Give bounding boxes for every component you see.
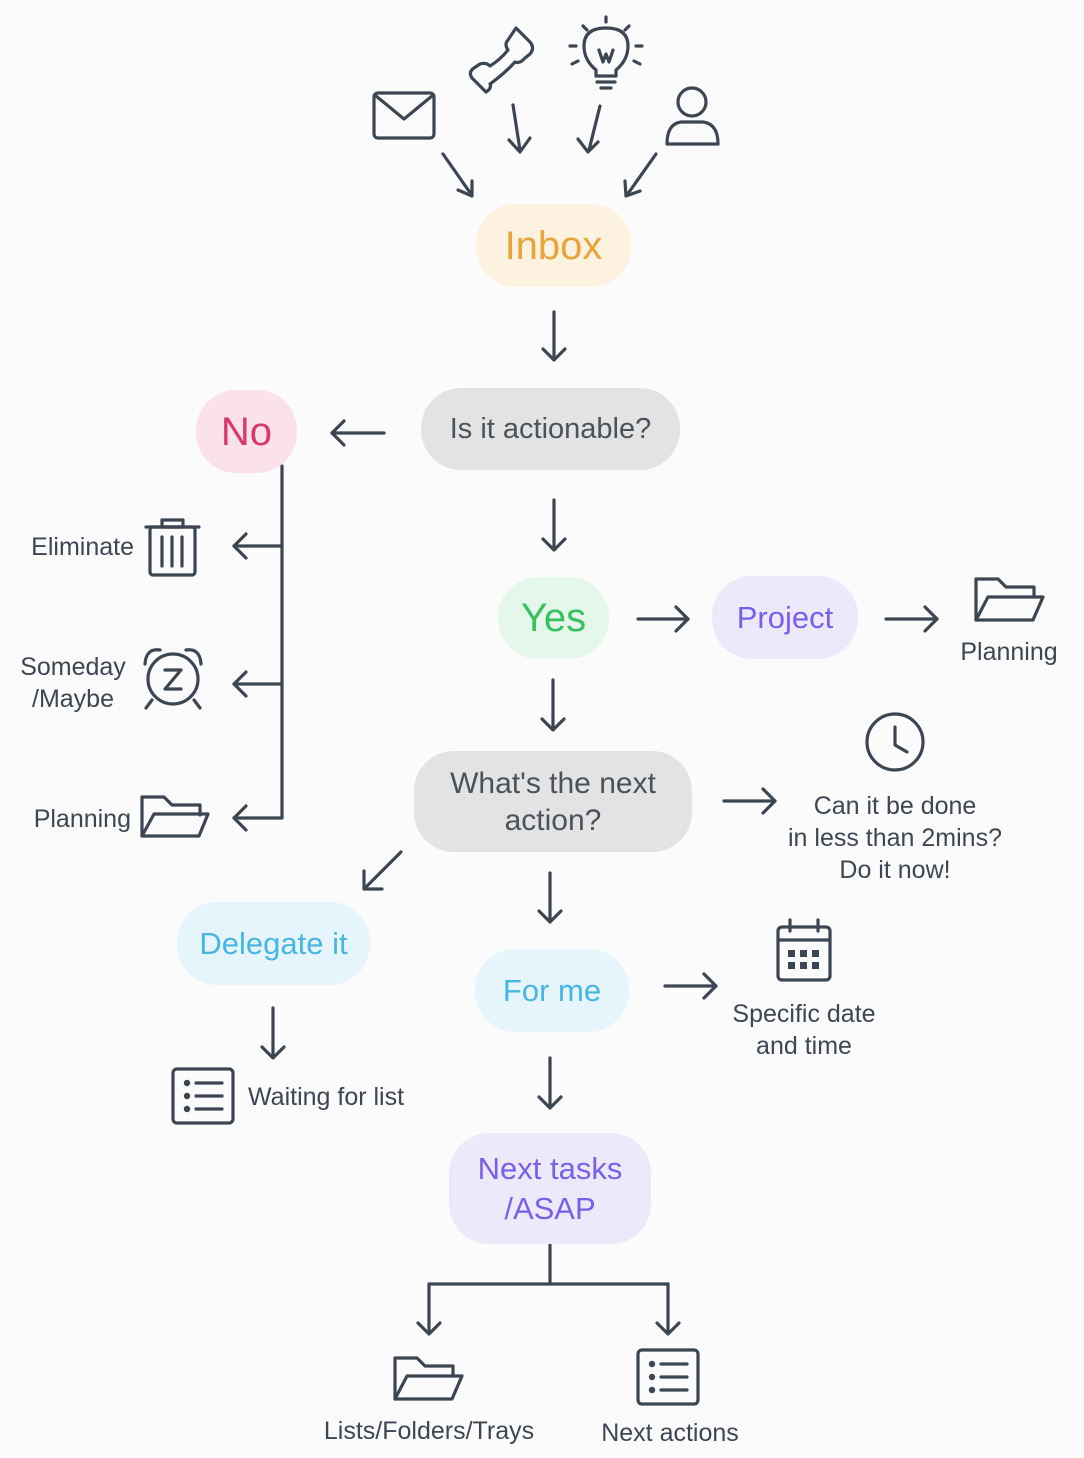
no-branch-connector: [232, 464, 284, 832]
no-label: No: [220, 409, 273, 454]
project-label: Project: [736, 599, 834, 635]
envelope-icon: [372, 91, 436, 140]
actionable-decision-node: Is it actionable?: [421, 388, 680, 470]
someday-label-line2: /Maybe: [32, 685, 114, 713]
trash-icon: [144, 518, 201, 577]
arrow-inbox-to-actionable: [541, 310, 567, 362]
planning-right-label: Planning: [960, 638, 1058, 666]
someday-label-line1: Someday: [20, 653, 126, 681]
no-node: No: [196, 390, 297, 473]
arrow-actionable-to-no: [330, 419, 386, 447]
next-actions-label: Next actions: [601, 1419, 739, 1447]
lightbulb-icon: [568, 15, 644, 90]
arrow-phone-to-inbox: [507, 103, 532, 154]
list-icon: [636, 1348, 700, 1406]
next-tasks-label-line1: Next tasks: [477, 1150, 623, 1186]
next-tasks-label-line2: /ASAP: [504, 1190, 596, 1226]
clock-icon: [865, 712, 925, 772]
waiting-for-list-label: Waiting for list: [248, 1083, 405, 1111]
someday-maybe-label: Someday /Maybe: [14, 651, 132, 715]
inbox-label: Inbox: [504, 223, 603, 268]
two-min-line1: Can it be done: [813, 792, 977, 820]
lists-folders-trays-label: Lists/Folders/Trays: [323, 1417, 535, 1445]
phone-icon: [468, 26, 535, 94]
two-min-line2: in less than 2mins?: [787, 824, 1002, 852]
person-icon: [665, 86, 720, 146]
next-action-decision-node: What's the next action?: [414, 751, 692, 852]
arrow-project-to-planning: [884, 605, 939, 633]
arrow-delegate-to-waiting: [260, 1006, 286, 1060]
next-action-label-line1: What's the next: [450, 766, 656, 800]
delegate-node: Delegate it: [177, 902, 370, 985]
for-me-label: For me: [502, 972, 602, 1008]
list-icon: [171, 1067, 235, 1125]
two-min-line3: Do it now!: [839, 856, 951, 884]
eliminate-label: Eliminate: [31, 533, 134, 561]
arrow-yes-to-project: [636, 605, 690, 633]
inbox-node: Inbox: [476, 204, 631, 287]
yes-node: Yes: [498, 577, 609, 659]
next-action-label-line2: action?: [504, 803, 602, 837]
arrow-actionable-to-yes: [541, 498, 567, 552]
specific-line1: Specific date: [732, 1000, 876, 1028]
actionable-label: Is it actionable?: [449, 413, 652, 445]
specific-line2: and time: [756, 1032, 852, 1060]
arrow-person-to-inbox: [623, 152, 658, 198]
folder-icon: [140, 795, 210, 838]
folder-icon: [393, 1356, 464, 1401]
yes-label: Yes: [520, 596, 587, 640]
project-node: Project: [712, 576, 858, 659]
next-tasks-node: Next tasks /ASAP: [449, 1133, 651, 1244]
arrow-for-me-to-next-tasks: [537, 1056, 563, 1110]
arrow-for-me-to-specific-date: [663, 972, 718, 1000]
arrow-next-action-to-two-minute: [722, 787, 777, 815]
arrow-next-action-to-for-me: [537, 871, 563, 924]
arrow-yes-to-next-action: [540, 678, 566, 732]
alarm-clock-icon: [143, 648, 203, 710]
delegate-label: Delegate it: [199, 925, 348, 961]
arrow-idea-to-inbox: [576, 104, 602, 154]
folder-icon: [974, 577, 1045, 622]
arrow-next-action-to-delegate: [362, 850, 403, 891]
planning-left-label: Planning: [33, 805, 131, 833]
arrow-envelope-to-inbox: [441, 152, 474, 198]
two-minute-rule-label: Can it be done in less than 2mins? Do it…: [770, 790, 1020, 886]
specific-date-label: Specific date and time: [714, 998, 894, 1062]
next-tasks-split-connector: [416, 1243, 681, 1336]
for-me-node: For me: [475, 949, 629, 1032]
calendar-icon: [776, 918, 832, 982]
